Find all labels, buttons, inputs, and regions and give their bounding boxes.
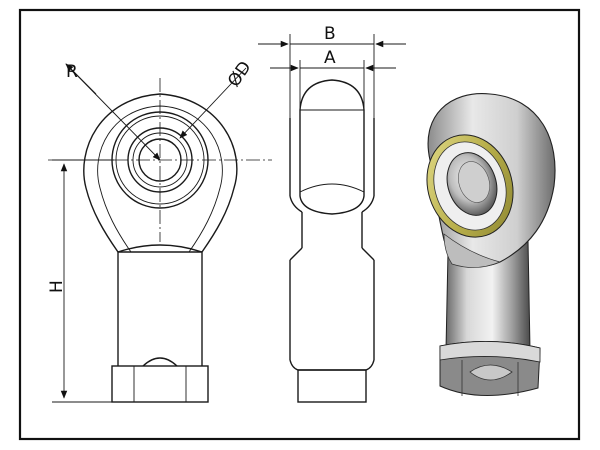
rod-end-3d-render	[426, 93, 556, 397]
drawing-frame	[18, 8, 581, 441]
width-inner-label: A	[324, 48, 336, 68]
front-view	[48, 63, 272, 403]
height-label: H	[47, 280, 67, 293]
side-view	[258, 34, 406, 403]
width-outer-label: B	[324, 24, 336, 44]
radius-label: R	[66, 62, 78, 82]
